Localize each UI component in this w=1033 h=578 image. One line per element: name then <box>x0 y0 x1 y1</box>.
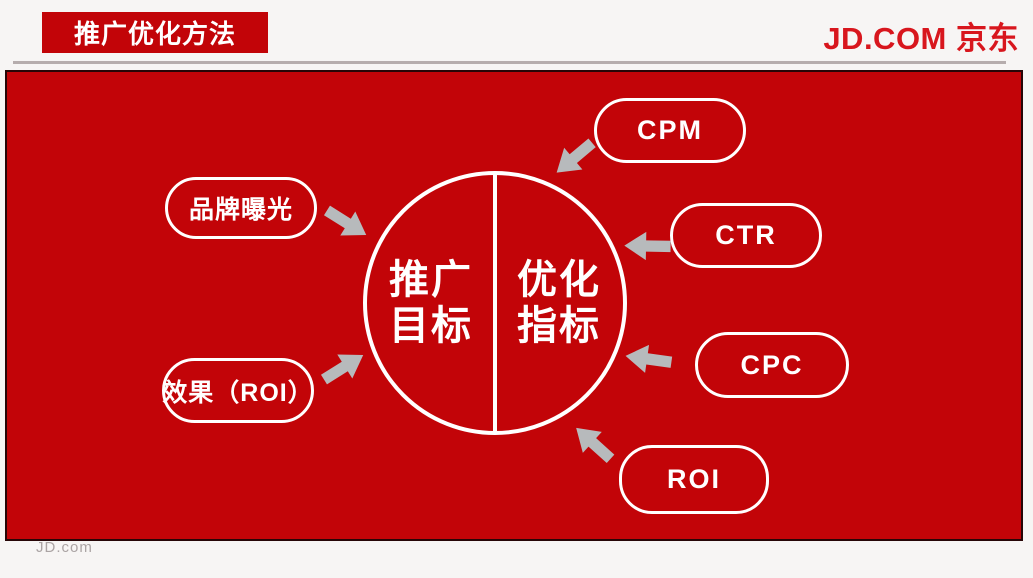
watermark: JD.com <box>36 539 93 556</box>
optimization-metric-label: 优化 指标 <box>495 175 623 431</box>
bubble-roi: ROI <box>619 445 769 514</box>
promotion-goal-label: 推广 目标 <box>367 175 495 431</box>
promotion-goal-line1: 推广 <box>389 258 473 302</box>
center-circle: 推广 目标 优化 指标 <box>363 171 627 435</box>
optimization-metric-line1: 优化 <box>517 258 601 302</box>
arrow-icon <box>315 340 374 394</box>
arrow-icon <box>318 196 377 250</box>
arrow-icon <box>545 130 604 187</box>
bubble-brand-exposure: 品牌曝光 <box>165 177 317 239</box>
slide-title: 推广优化方法 <box>73 19 236 49</box>
arrow-icon <box>623 229 672 264</box>
bubble-cpc: CPC <box>695 332 849 398</box>
diagram-panel: 推广 目标 优化 指标 品牌曝光 效果（ROI） CPM CTR CPC ROI <box>5 70 1023 541</box>
slide-title-box: 推广优化方法 <box>42 12 268 53</box>
promotion-goal-line2: 目标 <box>389 304 473 348</box>
header-divider-line <box>13 61 1006 64</box>
bubble-effect-roi: 效果（ROI） <box>162 358 314 423</box>
arrow-icon <box>564 414 622 471</box>
jd-logo: JD.COM 京东 <box>823 21 1019 56</box>
optimization-metric-line2: 指标 <box>517 304 601 348</box>
bubble-cpm: CPM <box>594 98 746 163</box>
arrow-icon <box>622 339 674 379</box>
circle-divider-line <box>493 175 497 431</box>
bubble-ctr: CTR <box>670 203 822 268</box>
